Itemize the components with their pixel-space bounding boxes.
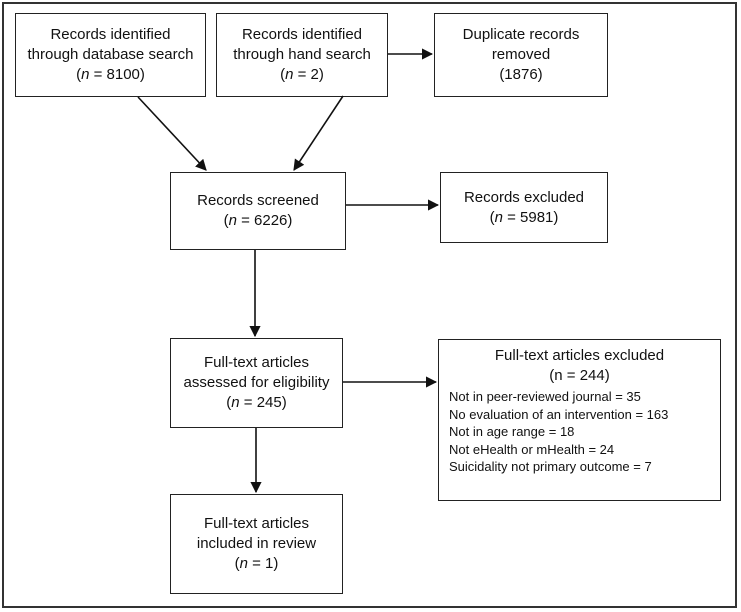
exclusion-reason: Not in peer-reviewed journal = 35	[449, 389, 641, 404]
fulltext-excluded-line1: Full-text articles excluded	[494, 347, 665, 364]
duplicates-count: (1876)	[499, 66, 543, 83]
hand-search-line1: Records identified	[241, 26, 363, 43]
excluded-count: (n = 5981)	[489, 208, 559, 226]
database-search-count: (n = 8100)	[76, 66, 145, 83]
fulltext-assessed-count: (n = 245)	[226, 394, 287, 411]
duplicates-line1: Duplicate records	[462, 26, 580, 43]
exclusion-reasons-list: Not in peer-reviewed journal = 35 No eva…	[439, 388, 720, 476]
box-fulltext-excluded: Full-text articles excluded (n = 244) No…	[438, 339, 721, 501]
arrow-database-to-screened	[137, 96, 207, 171]
exclusion-reason: Not in age range = 18	[449, 424, 575, 439]
exclusion-reason: No evaluation of an intervention = 163	[449, 406, 669, 422]
database-search-line2: through database search	[27, 46, 194, 63]
included-line2: included in review	[196, 535, 317, 552]
excluded-line1: Records excluded	[463, 188, 585, 206]
included-count: (n = 1)	[234, 555, 279, 572]
box-hand-search: Records identified through hand search (…	[216, 13, 388, 97]
hand-search-count: (n = 2)	[280, 66, 324, 83]
box-database-search: Records identified through database sear…	[15, 13, 206, 97]
screened-count: (n = 6226)	[223, 212, 293, 229]
database-search-line1: Records identified	[50, 26, 171, 43]
fulltext-assessed-line1: Full-text articles	[203, 354, 310, 371]
hand-search-line2: through hand search	[233, 46, 371, 63]
included-line1: Full-text articles	[203, 515, 310, 532]
fulltext-excluded-count: (n = 244)	[549, 367, 610, 384]
exclusion-reason: Suicidality not primary outcome = 7	[449, 459, 652, 474]
arrow-hand-search-to-screened	[293, 95, 344, 171]
box-fulltext-included: Full-text articles included in review (n…	[170, 494, 343, 594]
box-fulltext-assessed: Full-text articles assessed for eligibil…	[170, 338, 343, 428]
duplicates-line2: removed	[491, 46, 551, 63]
screened-line1: Records screened	[197, 192, 319, 209]
box-records-screened: Records screened (n = 6226)	[170, 172, 346, 250]
box-duplicates-removed: Duplicate records removed (1876)	[434, 13, 608, 97]
box-records-excluded: Records excluded (n = 5981)	[440, 172, 608, 243]
exclusion-reason: Not eHealth or mHealth = 24	[449, 441, 615, 457]
fulltext-assessed-line2: assessed for eligibility	[183, 374, 330, 391]
